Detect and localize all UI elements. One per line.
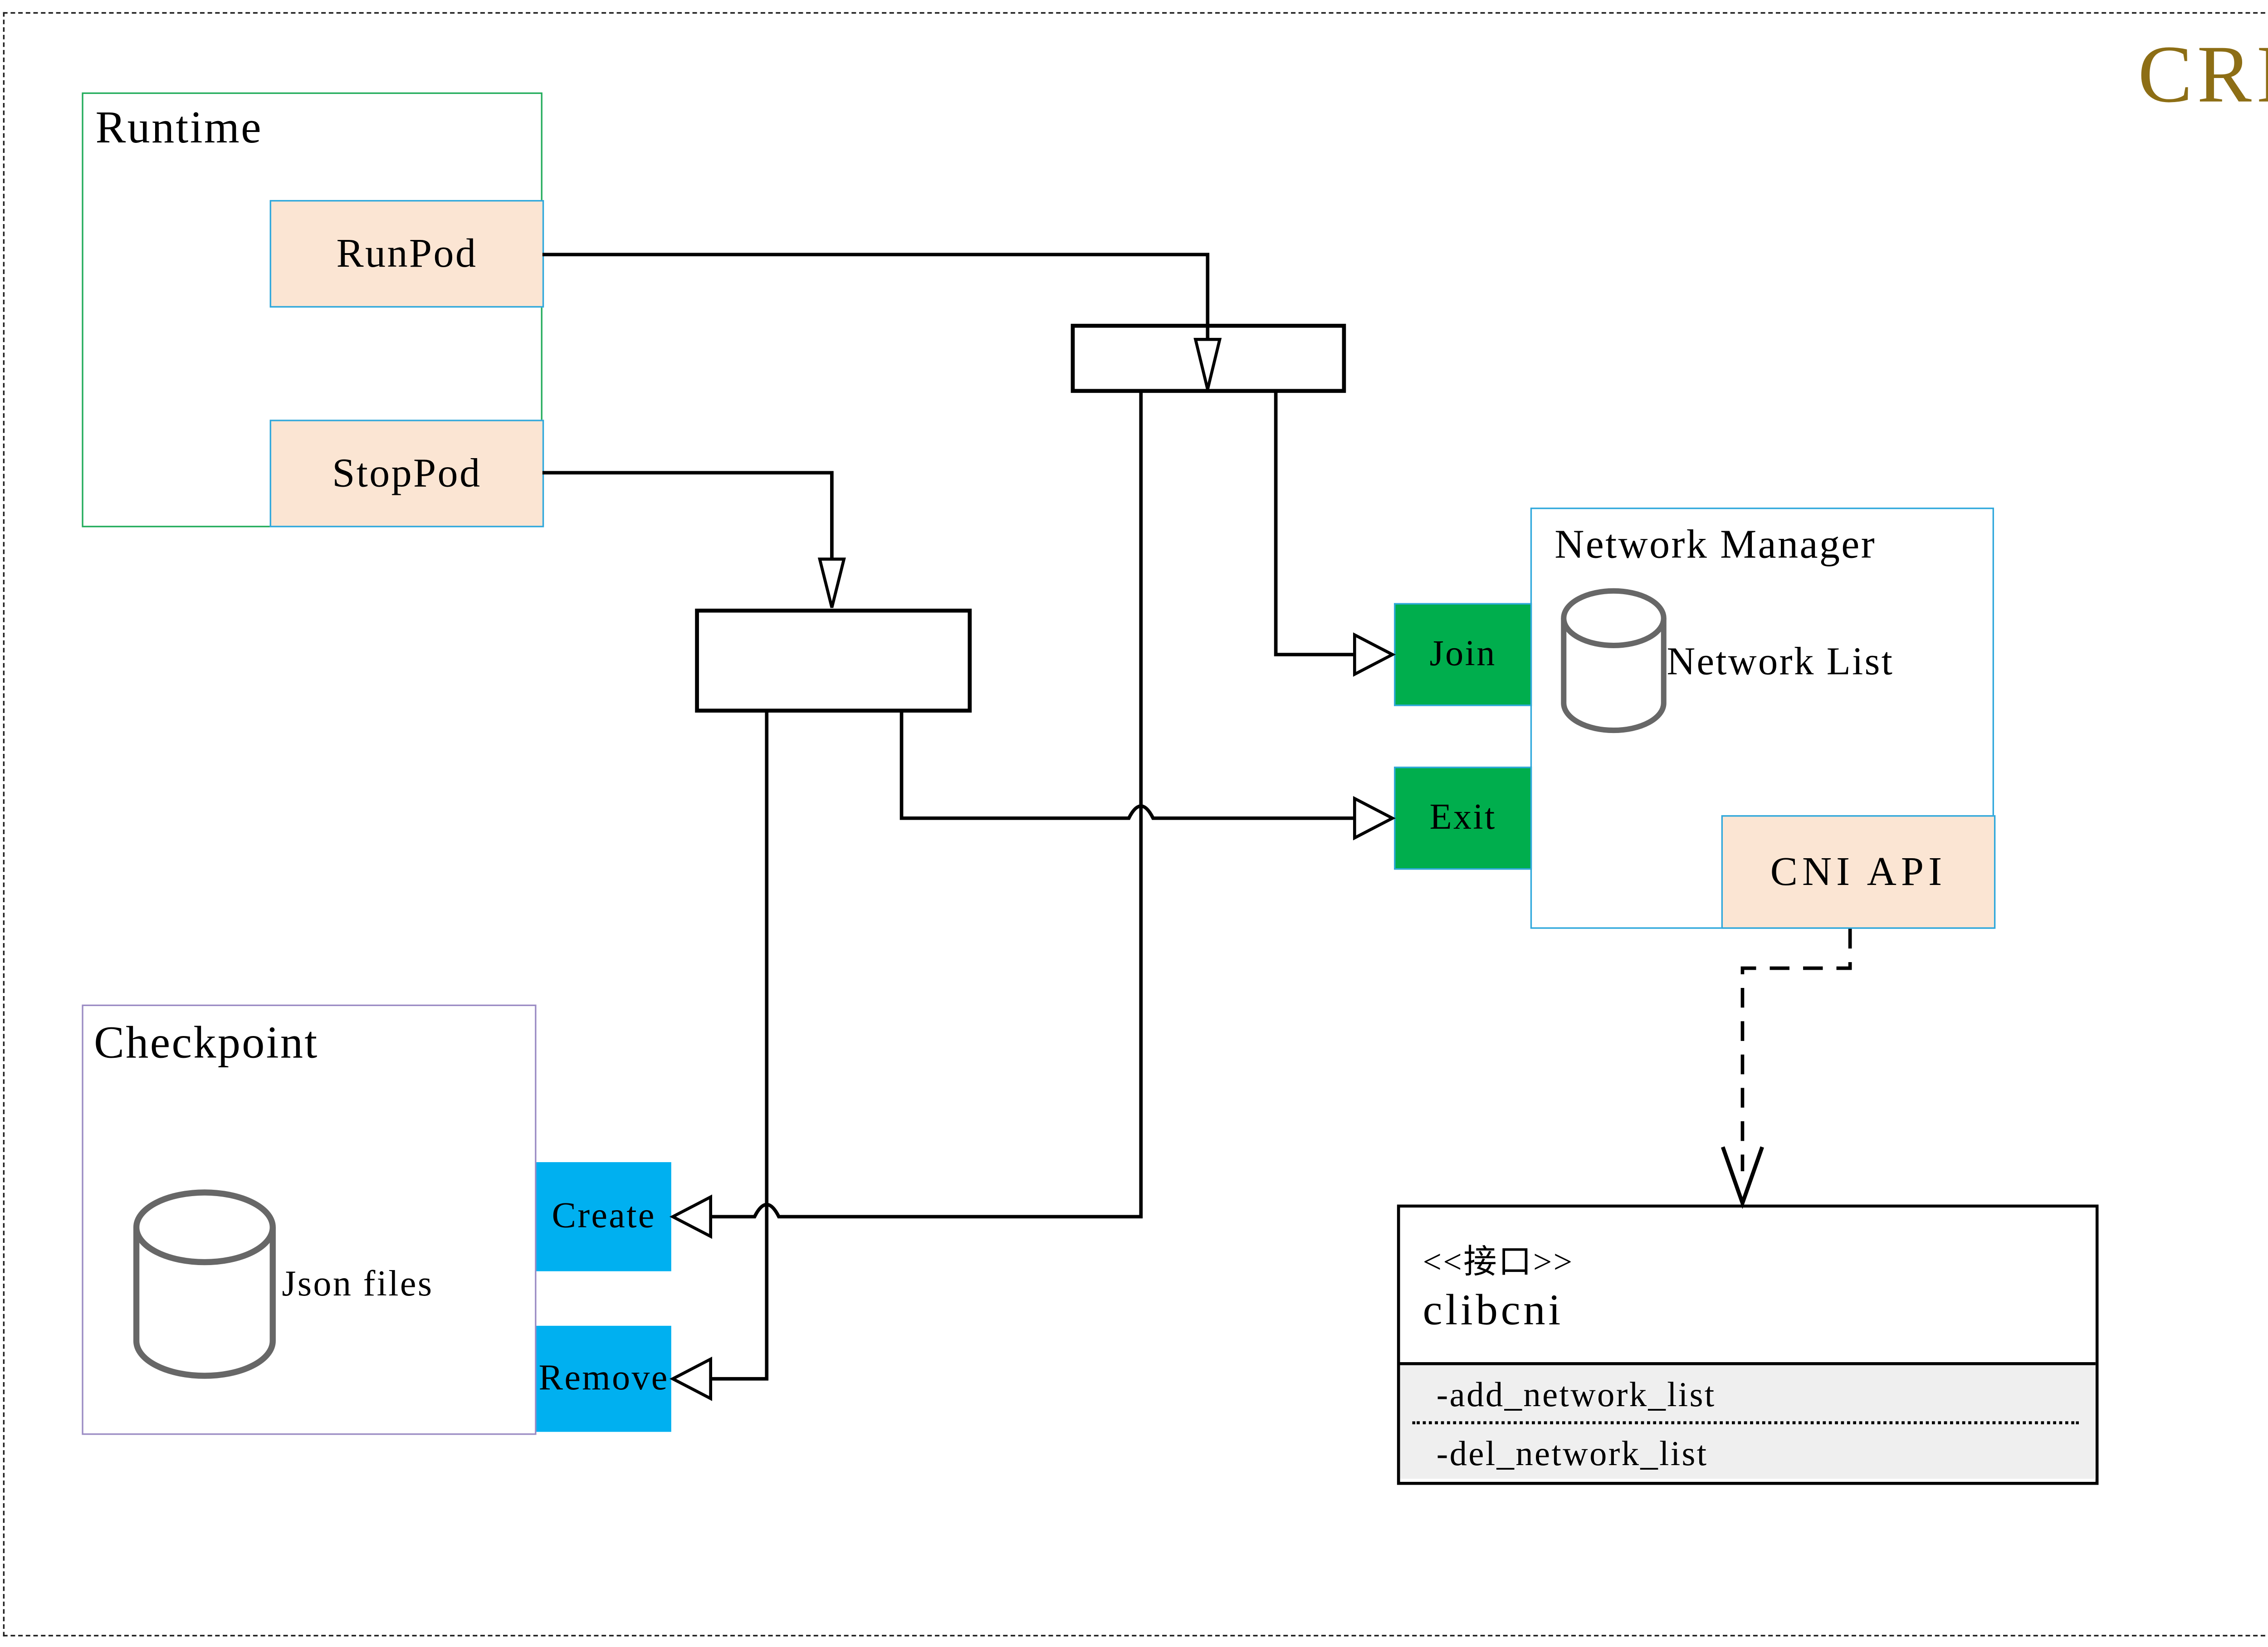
- runpod-node: RunPod: [269, 200, 544, 308]
- json-files-label: Json files: [282, 1265, 434, 1305]
- join-port: Join: [1394, 603, 1532, 706]
- remove-port: Remove: [536, 1325, 671, 1432]
- method-del-network-list: -del_network_list: [1436, 1435, 1708, 1473]
- clibcni-method-compartment: -add_network_list -del_network_list: [1400, 1362, 2096, 1479]
- page-dashed-border: [3, 12, 2268, 1637]
- stoppod-label: StopPod: [332, 450, 482, 496]
- checkpoint-title: Checkpoint: [94, 1018, 319, 1068]
- clibcni-title-compartment: <<接口>> clibcni: [1400, 1207, 2096, 1363]
- interface-stereotype: <<接口>>: [1422, 1242, 1574, 1280]
- clibcni-interface-box: <<接口>> clibcni -add_network_list -del_ne…: [1397, 1204, 2099, 1485]
- stoppod-node: StopPod: [269, 420, 544, 528]
- cni-api-label: CNI API: [1770, 848, 1947, 894]
- interface-name: clibcni: [1422, 1286, 1564, 1335]
- network-manager-title: Network Manager: [1554, 521, 1877, 567]
- network-list-label: Network List: [1667, 639, 1894, 684]
- method-add-network-list: -add_network_list: [1436, 1376, 1716, 1414]
- runpod-label: RunPod: [336, 230, 478, 276]
- runtime-title: Runtime: [95, 103, 263, 153]
- cni-api-node: CNI API: [1721, 815, 1996, 929]
- method-divider-dotted: [1412, 1421, 2079, 1424]
- cri-tag: CRI: [2138, 29, 2268, 120]
- exit-label: Exit: [1429, 797, 1496, 837]
- exit-port: Exit: [1394, 767, 1532, 870]
- create-label: Create: [552, 1196, 656, 1236]
- join-label: Join: [1429, 634, 1496, 674]
- remove-label: Remove: [538, 1358, 669, 1398]
- create-port: Create: [536, 1162, 671, 1271]
